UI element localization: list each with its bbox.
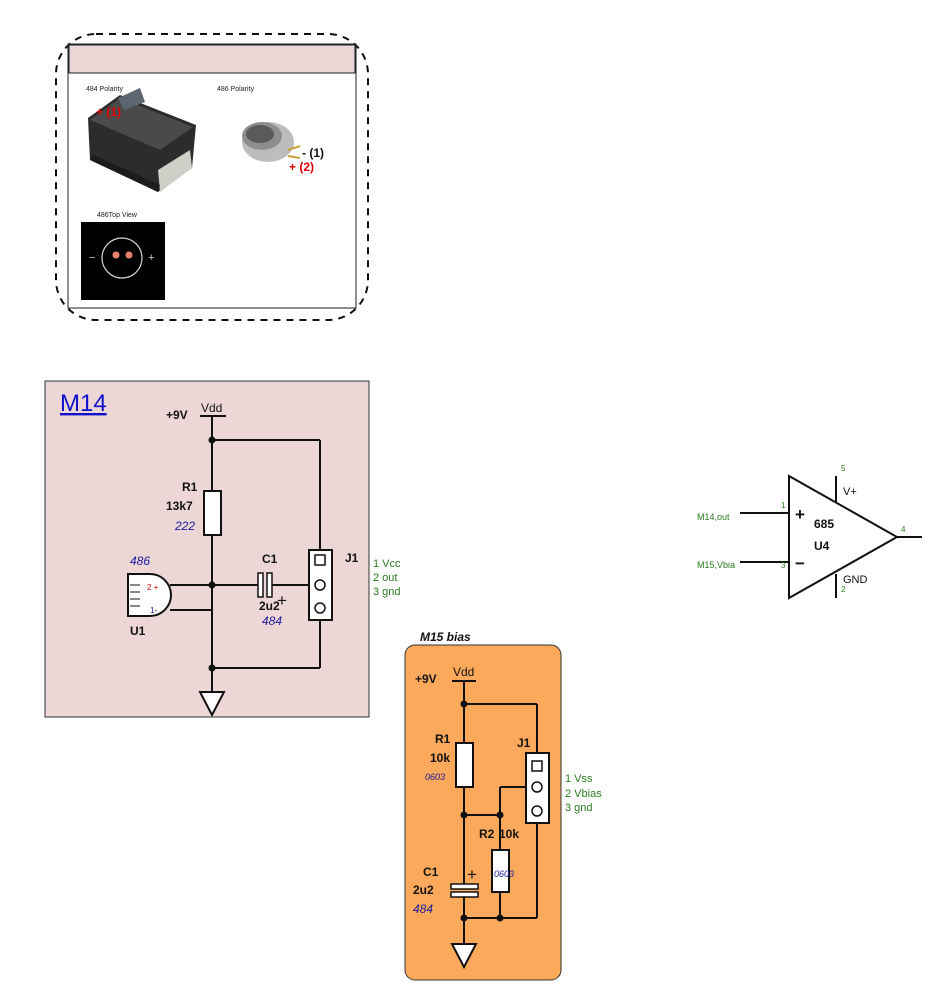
cap-484-pin-label: + (1) bbox=[96, 105, 121, 119]
m14-wires bbox=[170, 416, 321, 692]
m15-j1-pin1 bbox=[531, 760, 543, 772]
m14-junction-top bbox=[208, 436, 216, 444]
m14-r1-value: 13k7 bbox=[166, 499, 193, 513]
opamp-triangle[interactable] bbox=[788, 474, 900, 600]
opamp-value: 685 bbox=[814, 517, 834, 531]
m14-supply-label: +9V bbox=[166, 408, 188, 422]
m15-c1-plus: + bbox=[467, 865, 477, 884]
tantalum-capacitor-image bbox=[88, 88, 196, 192]
m15-j1-pin-2: 2 Vbias bbox=[565, 788, 602, 800]
m14-r1-package: 222 bbox=[174, 519, 195, 533]
m14-c1-value: 2u2 bbox=[259, 599, 280, 613]
mic-pin-plus-label: + (2) bbox=[289, 160, 314, 174]
panel-dashed-border bbox=[55, 33, 369, 321]
m15-junction-top bbox=[460, 700, 468, 708]
m15-junction-mid-left bbox=[460, 811, 468, 819]
opamp-minus-symbol: − bbox=[795, 554, 805, 573]
m14-u1-pin-minus: 1- bbox=[150, 606, 157, 615]
m14-u1-package: 486 bbox=[130, 554, 150, 568]
m14-j1-ref: J1 bbox=[345, 551, 359, 565]
m15-background bbox=[404, 644, 562, 981]
m14-u1-pin-plus: 2 + bbox=[147, 583, 159, 592]
label-486-top-view: 486Top View bbox=[97, 212, 138, 219]
label-486-polarity: 486 Polarity bbox=[217, 86, 254, 93]
m15-r1-value: 10k bbox=[430, 751, 450, 765]
m15-r1-package: 0603 bbox=[425, 772, 445, 782]
m15-r2-value: 10k bbox=[499, 827, 519, 841]
m14-supply-net: Vdd bbox=[201, 401, 222, 415]
m14-junction-mid bbox=[208, 581, 216, 589]
m15-c1-plate-bottom bbox=[450, 891, 479, 898]
mic-pin-minus-label: - (1) bbox=[302, 146, 324, 160]
opamp-pin-3: 3 bbox=[781, 561, 786, 570]
m14-j1-pin-1: 1 Vcc bbox=[373, 558, 401, 570]
m14-c1-ref: C1 bbox=[262, 552, 278, 566]
electret-mic-image bbox=[242, 122, 301, 162]
polarity-panel: 484 Polarity 486 Polarity + (1) - (1) + … bbox=[55, 33, 369, 321]
m14-c1-plate-right bbox=[266, 572, 273, 598]
m15-c1-ref: C1 bbox=[423, 865, 439, 879]
m15-j1-pin-1: 1 Vss bbox=[565, 773, 593, 785]
m15-supply-label: +9V bbox=[415, 672, 437, 686]
m15-c1-package: 484 bbox=[413, 902, 433, 916]
m15-r1-resistor[interactable] bbox=[455, 742, 474, 788]
m15-junction-bottom-right bbox=[496, 914, 504, 922]
m15-c1-value: 2u2 bbox=[413, 883, 434, 897]
m14-junction-bottom bbox=[208, 664, 216, 672]
opamp-pin-1: 1 bbox=[781, 501, 786, 510]
label-484-polarity: 484 Polarity bbox=[86, 86, 123, 93]
opamp-gnd-label: GND bbox=[843, 574, 868, 586]
opamp-u4: + − 685 U4 V+ GND M14,out M15,Vbia 1 3 4… bbox=[697, 464, 922, 600]
opamp-net-plus: M14,out bbox=[697, 512, 730, 522]
m14-u1-ref: U1 bbox=[130, 624, 146, 638]
m15-junction-bottom-left bbox=[460, 914, 468, 922]
m14-c1-package: 484 bbox=[262, 614, 282, 628]
m15-j1-pin-3: 3 gnd bbox=[565, 802, 593, 814]
m15-j1-pin2 bbox=[531, 781, 543, 793]
opamp-pin-4: 4 bbox=[901, 525, 906, 534]
m14-c1-plus: + bbox=[277, 591, 287, 610]
mic-top-view-image bbox=[81, 222, 165, 300]
m15-r2-package: 0603 bbox=[494, 869, 514, 879]
m14-title-link[interactable]: M14 bbox=[60, 390, 107, 417]
m15-module: M15 bias +9V Vdd R1 10k 0603 R bbox=[404, 630, 562, 981]
panel-header-bar bbox=[68, 44, 356, 74]
m15-j1-ref: J1 bbox=[517, 736, 531, 750]
opamp-pin-2: 2 bbox=[841, 585, 846, 594]
top-view-plus: + bbox=[148, 252, 154, 264]
opamp-leads bbox=[740, 476, 922, 598]
m15-r2-resistor[interactable] bbox=[491, 849, 510, 893]
opamp-ref: U4 bbox=[814, 539, 830, 553]
m14-j1-pin-3: 3 gnd bbox=[373, 586, 401, 598]
m15-junction-mid-right bbox=[496, 811, 504, 819]
m14-c1-plate-left bbox=[257, 572, 264, 598]
m15-title: M15 bias bbox=[420, 630, 471, 644]
m14-j1-pin2 bbox=[314, 579, 326, 591]
m15-r2-ref: R2 bbox=[479, 827, 495, 841]
opamp-plus-symbol: + bbox=[795, 505, 805, 524]
m15-j1-pin3 bbox=[531, 805, 543, 817]
opamp-pin-5: 5 bbox=[841, 464, 846, 473]
m15-r1-ref: R1 bbox=[435, 732, 451, 746]
m14-j1-pin1 bbox=[314, 554, 326, 566]
m14-r1-resistor[interactable] bbox=[203, 490, 222, 536]
m15-supply-net: Vdd bbox=[453, 665, 474, 679]
m14-r1-ref: R1 bbox=[182, 480, 198, 494]
m15-ground-symbol bbox=[450, 943, 478, 970]
m14-module: M14 +9V Vdd R1 13k7 222 C1 2u2 + bbox=[44, 380, 370, 718]
m14-u1-grille bbox=[130, 584, 140, 607]
m15-c1-plate-top bbox=[450, 883, 479, 890]
opamp-net-minus: M15,Vbia bbox=[697, 560, 735, 570]
top-view-minus: − bbox=[89, 252, 95, 264]
m15-wires bbox=[463, 681, 538, 944]
opamp-supply-label: V+ bbox=[843, 486, 857, 498]
m14-j1-pin3 bbox=[314, 602, 326, 614]
m14-ground-symbol bbox=[198, 691, 226, 718]
m14-j1-pin-2: 2 out bbox=[373, 572, 397, 584]
